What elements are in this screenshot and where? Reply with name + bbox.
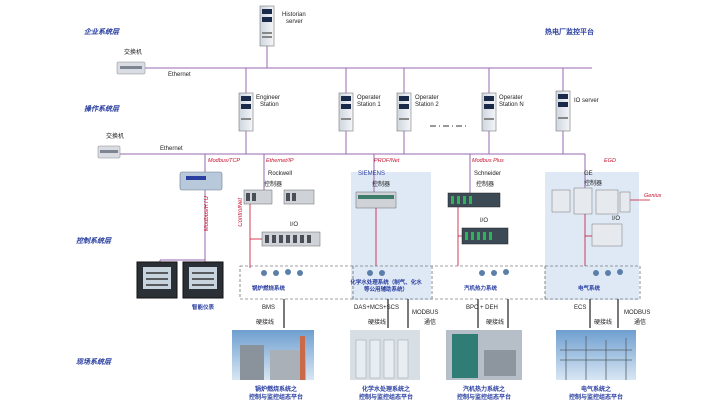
water-sub-label: 化学水处理系统（制气、化水等公用辅助系统） <box>350 280 422 293</box>
smart-meter-1-icon <box>136 261 178 299</box>
gateway-device-icon <box>179 171 223 191</box>
protocol-modbus-rtu: Modbus/RTU <box>204 196 210 232</box>
protocol-profinet: PROFINet <box>374 158 400 164</box>
field-links <box>283 299 619 328</box>
field-instruments-icon <box>261 269 623 276</box>
boiler-photo <box>232 330 314 380</box>
comm-label-1: 通信 <box>424 320 437 326</box>
ethernet-mid-label: Ethernet <box>160 146 183 152</box>
layer-monitor: 企业系统层 <box>84 29 119 36</box>
vendor-ge: GE <box>584 171 593 177</box>
elec-caption-1: 电气系统之 <box>580 387 611 393</box>
protocol-modbus-tcp: Modbus/TCP <box>208 158 241 164</box>
turbine-photo <box>446 330 522 380</box>
water-treatment-photo <box>350 330 420 380</box>
protocol-genius: Genius <box>644 193 662 199</box>
protocol-controlnet: ControlNet <box>238 198 244 227</box>
operator-station-2-icon <box>396 92 412 132</box>
boiler-sub-label: 锅炉燃烧系统 <box>252 286 286 292</box>
turbine-sub-label: 汽机热力系统 <box>464 286 498 292</box>
elec-sub-label: 电气系统 <box>578 286 601 292</box>
system-bpc: BPC + DEH <box>466 305 498 311</box>
historian-label-1: Historian <box>282 12 306 18</box>
siemens-controller-icon <box>355 191 397 209</box>
switch-top-label: 交换机 <box>124 50 143 56</box>
io-server-label: IO server <box>574 98 599 104</box>
vendor-siemens: SIEMENS <box>358 171 386 177</box>
hardwire-4: 硬接线 <box>594 320 613 326</box>
meter-label: 智能仪表 <box>192 305 215 311</box>
vendor-schneider: Schneider <box>474 171 502 177</box>
io-server-icon <box>555 90 571 132</box>
elec-caption-2: 控制与监控组态平台 <box>568 395 623 401</box>
engineer-station-icon <box>238 92 254 132</box>
system-modbus-2: MODBUS <box>624 310 651 316</box>
siemens-ctrl-label: 控制器 <box>372 182 391 188</box>
ge-io-icon <box>591 223 623 247</box>
protocol-ethernet-ip: Ethernet/IP <box>266 158 294 164</box>
schneider-ctrl-label: 控制器 <box>476 182 495 188</box>
switch-mid-label: 交换机 <box>106 134 125 140</box>
turbine-caption-1: 汽机热力系统之 <box>462 387 505 393</box>
turbine-caption-2: 控制与监控组态平台 <box>456 395 511 401</box>
switch-mid-icon <box>97 145 121 159</box>
platform-title: 热电厂监控平台 <box>545 29 594 36</box>
rockwell-controller-icon <box>243 189 315 205</box>
operator-station-1-icon <box>338 92 354 132</box>
schneider-io-label: I/O <box>480 218 489 224</box>
boiler-caption-1: 锅炉燃烧系统之 <box>254 387 297 393</box>
historian-server-icon <box>259 5 275 47</box>
system-modbus-1: MODBUS <box>412 310 439 316</box>
historian-label-2: server <box>286 19 303 25</box>
protocol-egd: EGD <box>604 158 616 164</box>
system-das: DAS+MCS+SCS <box>354 305 400 311</box>
ethernet-top-label: Ethernet <box>168 72 191 78</box>
op1-label-2: Station 1 <box>357 102 381 108</box>
rockwell-io-icon <box>261 231 321 247</box>
smart-meter-2-icon <box>182 261 224 299</box>
vendor-rockwell: Rockwell <box>268 171 293 177</box>
hardwire-3: 硬接线 <box>486 320 505 326</box>
hardwire-1: 硬接线 <box>256 320 275 326</box>
op1-label-1: Operater <box>357 95 381 101</box>
electrical-photo <box>556 330 636 380</box>
op2-label-1: Operater <box>415 95 439 101</box>
ge-controller-icon <box>551 187 631 215</box>
hardwire-2: 硬接线 <box>368 320 387 326</box>
rockwell-io-label: I/O <box>290 222 299 228</box>
system-bms: BMS <box>262 305 276 311</box>
layer-operator: 操作系统层 <box>84 106 119 113</box>
rockwell-ctrl-label: 控制器 <box>264 182 283 188</box>
operator-station-n-icon <box>481 92 497 132</box>
engineer-label-2: Station <box>260 102 279 108</box>
boiler-caption-2: 控制与监控组态平台 <box>248 395 303 401</box>
comm-label-2: 通信 <box>634 320 647 326</box>
layer-control: 控制系统层 <box>76 238 111 245</box>
switch-top-icon <box>116 61 146 75</box>
schneider-controller-icon <box>447 192 501 208</box>
water-caption-1: 化学水处理系统之 <box>361 387 410 393</box>
schneider-io-icon <box>461 227 509 245</box>
ge-io-label: I/O <box>612 216 621 222</box>
field-group <box>239 265 641 300</box>
station-links <box>245 68 564 94</box>
engineer-label-1: Engineer <box>256 95 281 101</box>
layer-field: 现场系统层 <box>76 359 111 366</box>
system-ecs: ECS <box>574 305 587 311</box>
protocol-modbus-plus: Modbus Plus <box>472 158 504 164</box>
ge-ctrl-label: 控制器 <box>584 181 603 187</box>
opn-label-2: Station N <box>499 102 524 108</box>
op2-label-2: Station 2 <box>415 102 439 108</box>
opn-label-1: Operater <box>499 95 523 101</box>
water-caption-2: 控制与监控组态平台 <box>358 395 413 401</box>
